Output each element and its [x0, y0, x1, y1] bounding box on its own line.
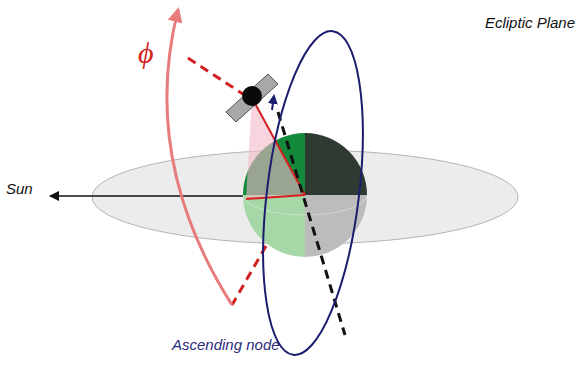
- red-dashed-axis: [188, 58, 246, 96]
- node-label: Ascending node: [172, 336, 280, 353]
- plane-label: Ecliptic Plane: [485, 14, 575, 31]
- satellite: [242, 86, 262, 106]
- sun-label: Sun: [6, 180, 33, 197]
- earth-night-side: [305, 133, 367, 195]
- angle-arc-arrow: [167, 10, 232, 305]
- orbit-direction-arrow: [272, 96, 274, 110]
- red-dashed-axis-lower: [232, 246, 266, 305]
- projection-line: [246, 195, 305, 199]
- sun-direction-arrow: [50, 195, 243, 197]
- earth-day-side-lower: [243, 195, 305, 257]
- angle-wedge: [246, 98, 305, 199]
- solar-panel: [226, 74, 278, 122]
- angle-symbol: ϕ: [138, 36, 154, 70]
